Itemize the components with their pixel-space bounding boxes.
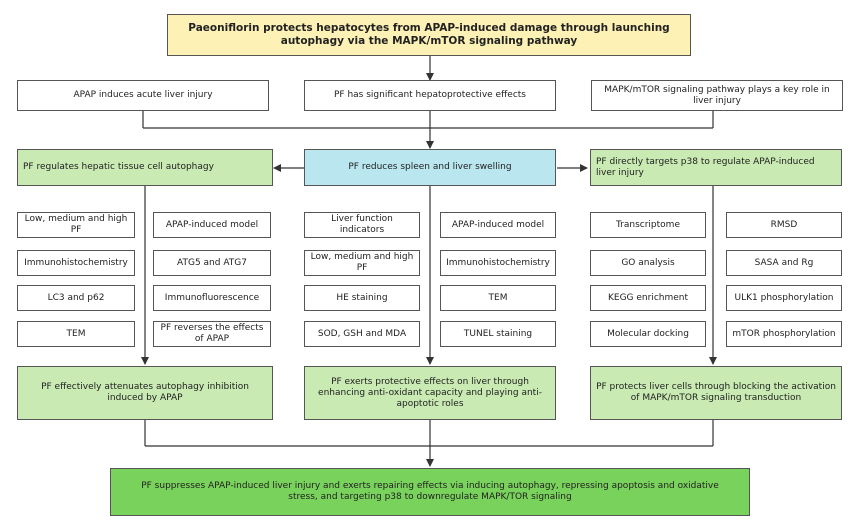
left-method: PF reverses the effects of APAP <box>153 321 271 347</box>
center-method: SOD, GSH and MDA <box>304 321 420 347</box>
right-topic: PF directly targets p38 to regulate APAP… <box>590 149 842 186</box>
center-method: Liver function indicators <box>304 212 420 238</box>
center-method: Immunohistochemistry <box>440 250 556 276</box>
left-method: Low, medium and high PF <box>17 212 135 238</box>
center-method: APAP-induced model <box>440 212 556 238</box>
center-method: HE staining <box>304 285 420 311</box>
left-method: Immunofluorescence <box>153 285 271 311</box>
right-result: PF protects liver cells through blocking… <box>590 366 842 420</box>
premise-mapk: MAPK/mTOR signaling pathway plays a key … <box>591 80 843 111</box>
center-method: Low, medium and high PF <box>304 250 420 276</box>
conclusion: PF suppresses APAP-induced liver injury … <box>110 468 750 516</box>
left-method: Immunohistochemistry <box>17 250 135 276</box>
right-method: Transcriptome <box>590 212 706 238</box>
left-method: LC3 and p62 <box>17 285 135 311</box>
left-method: TEM <box>17 321 135 347</box>
left-topic: PF regulates hepatic tissue cell autopha… <box>17 149 273 186</box>
right-method: KEGG enrichment <box>590 285 706 311</box>
diagram-title: Paeoniflorin protects hepatocytes from A… <box>167 14 691 56</box>
left-result: PF effectively attenuates autophagy inhi… <box>17 366 273 420</box>
right-method: Molecular docking <box>590 321 706 347</box>
right-method: ULK1 phosphorylation <box>726 285 842 311</box>
left-method: APAP-induced model <box>153 212 271 238</box>
center-topic: PF reduces spleen and liver swelling <box>304 149 556 186</box>
center-method: TEM <box>440 285 556 311</box>
center-result: PF exerts protective effects on liver th… <box>304 366 556 420</box>
right-method: mTOR phosphorylation <box>726 321 842 347</box>
center-method: TUNEL staining <box>440 321 556 347</box>
right-method: GO analysis <box>590 250 706 276</box>
left-method: ATG5 and ATG7 <box>153 250 271 276</box>
premise-apap: APAP induces acute liver injury <box>17 80 269 111</box>
right-method: SASA and Rg <box>726 250 842 276</box>
premise-pf: PF has significant hepatoprotective effe… <box>304 80 556 111</box>
right-method: RMSD <box>726 212 842 238</box>
